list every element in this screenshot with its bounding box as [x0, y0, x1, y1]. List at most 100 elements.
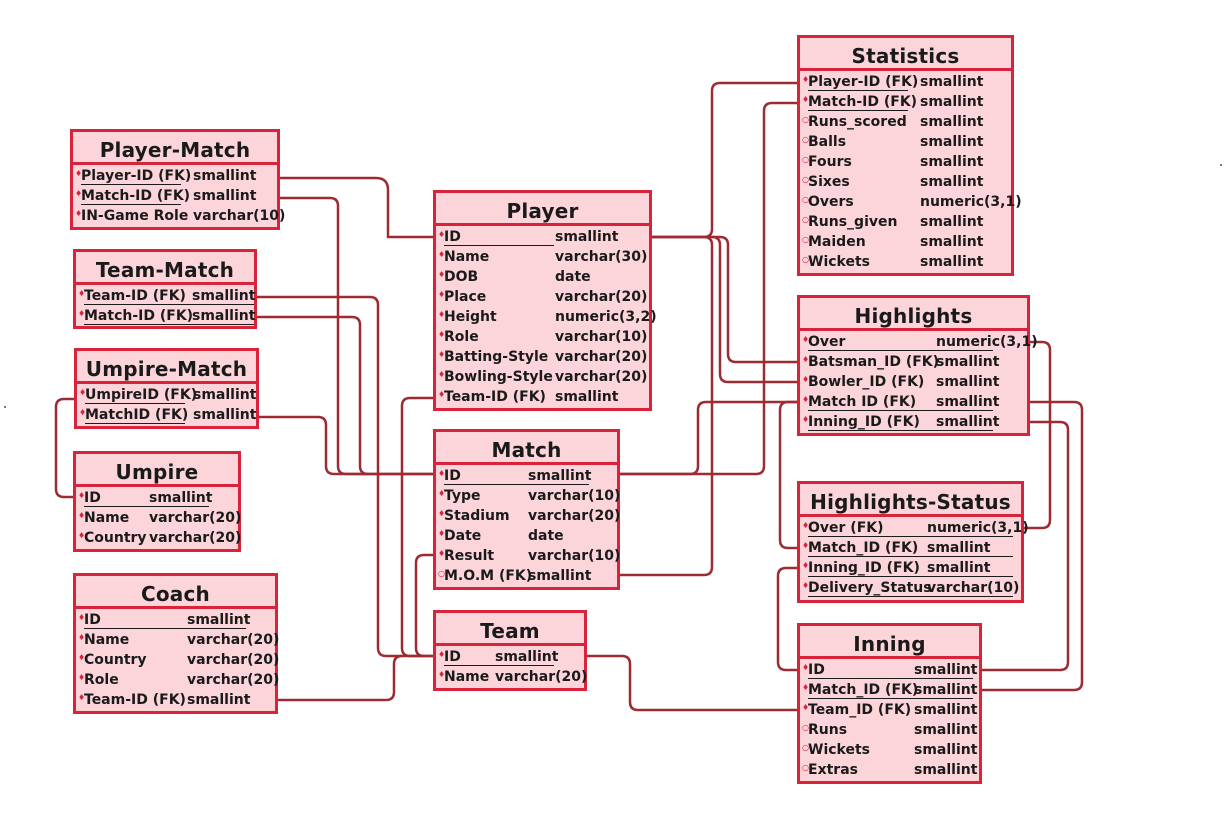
- attribute-row[interactable]: ♦Match ID (FK)smallint: [800, 393, 1027, 413]
- optional-marker-icon: ○: [802, 135, 809, 144]
- attribute-row[interactable]: ♦Team-ID (FK)smallint: [76, 691, 275, 711]
- entity-title: Highlights-Status: [800, 484, 1021, 517]
- attribute-row[interactable]: ♦Match_ID (FK)smallint: [800, 681, 979, 701]
- entity-highlights-status[interactable]: Highlights-Status ♦Over (FK)numeric(3,1)…: [797, 481, 1029, 603]
- optional-marker-icon: ○: [802, 743, 809, 752]
- rel-highlights-inning-match: [978, 400, 1084, 692]
- entity-team-match[interactable]: Team-Match ♦Team-ID (FK)smallint♦Match-I…: [73, 249, 257, 329]
- attribute-row[interactable]: ♦Player-ID (FK)smallint: [73, 167, 277, 187]
- attribute-name: Extras: [808, 762, 858, 778]
- attribute-name: Name: [84, 510, 130, 526]
- rel-status-inning: [776, 566, 800, 672]
- attribute-row[interactable]: ○M.O.M (FK)smallint: [436, 567, 617, 587]
- attribute-type: smallint: [936, 354, 1000, 370]
- stray-dot-left: [4, 406, 6, 408]
- attribute-row[interactable]: ♦Team_ID (FK)smallint: [800, 701, 979, 721]
- attribute-type: smallint: [187, 692, 251, 708]
- attribute-row[interactable]: ♦Team-ID (FK)smallint: [436, 388, 649, 408]
- entity-title: Umpire: [76, 454, 238, 487]
- attribute-row[interactable]: ♦Match-ID (FK)smallint: [73, 187, 277, 207]
- attribute-type: varchar(10): [555, 329, 648, 345]
- attribute-name: Delivery_Status: [808, 580, 932, 596]
- attribute-row[interactable]: ♦Batsman_ID (FK)smallint: [800, 353, 1027, 373]
- entity-title: Team: [436, 613, 584, 646]
- entity-title: Match: [436, 432, 617, 465]
- attribute-row[interactable]: ♦Match-ID (FK)smallint: [800, 93, 1011, 113]
- attribute-row[interactable]: ♦Match_ID (FK)smallint: [800, 539, 1021, 559]
- attribute-type: smallint: [927, 560, 991, 576]
- attribute-name: Place: [444, 289, 487, 305]
- optional-marker-icon: ○: [802, 215, 809, 224]
- attribute-type: smallint: [920, 114, 984, 130]
- attribute-type: varchar(20): [149, 510, 242, 526]
- attribute-row[interactable]: ♦UmpireID (FK)smallint: [77, 386, 256, 406]
- attribute-row[interactable]: ♦Bowler_ID (FK)smallint: [800, 373, 1027, 393]
- attribute-type: varchar(10): [528, 488, 621, 504]
- entity-umpire-match[interactable]: Umpire-Match ♦UmpireID (FK)smallint♦Matc…: [74, 348, 259, 429]
- attribute-row[interactable]: ♦Over (FK)numeric(3,1): [800, 519, 1029, 539]
- attribute-row[interactable]: ♦Inning_ID (FK)smallint: [800, 413, 1027, 433]
- optional-marker-icon: ○: [802, 155, 809, 164]
- attribute-row[interactable]: ♦MatchID (FK)smallint: [77, 406, 256, 426]
- entity-player-match[interactable]: Player-Match ♦Player-ID (FK)smallint♦Mat…: [70, 129, 285, 230]
- required-marker-icon: ♦: [802, 415, 810, 424]
- attribute-row[interactable]: ♦Inning_ID (FK)smallint: [800, 559, 1021, 579]
- entity-statistics[interactable]: Statistics ♦Player-ID (FK)smallint♦Match…: [797, 35, 1022, 276]
- attribute-name: Team-ID (FK): [84, 288, 186, 304]
- attribute-type: smallint: [193, 387, 257, 403]
- attribute-type: smallint: [914, 742, 978, 758]
- attribute-type: smallint: [920, 254, 984, 270]
- attribute-name: Name: [84, 632, 130, 648]
- attribute-row[interactable]: ♦Team-ID (FK)smallint: [76, 287, 255, 307]
- attribute-row[interactable]: ♦Match-ID (FK)smallint: [76, 307, 255, 327]
- attribute-row[interactable]: ♦Player-ID (FK)smallint: [800, 73, 1011, 93]
- attribute-type: varchar(10): [193, 208, 286, 224]
